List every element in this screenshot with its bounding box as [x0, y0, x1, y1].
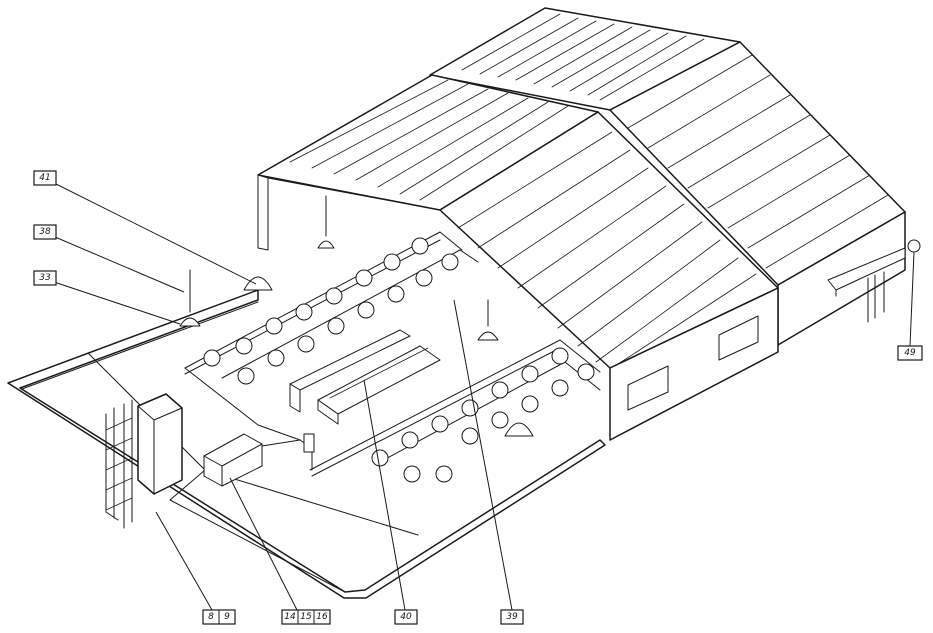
feed-bin: [203, 433, 315, 487]
callout-41: 41: [33, 170, 57, 186]
svg-text:39: 39: [506, 612, 518, 622]
svg-text:38: 38: [39, 227, 51, 237]
svg-text:49: 49: [904, 348, 916, 358]
svg-text:9: 9: [224, 612, 230, 622]
front-building: [257, 74, 779, 441]
svg-text:33: 33: [39, 273, 51, 283]
central-hoppers: [289, 329, 441, 425]
svg-text:15: 15: [300, 612, 312, 622]
callout-33: 33: [33, 270, 57, 286]
callout-39: 39: [500, 609, 524, 625]
callout-49: 49: [897, 345, 923, 361]
svg-text:40: 40: [400, 612, 412, 622]
leader-lines: [47, 179, 915, 611]
callout-40: 40: [394, 609, 418, 625]
svg-text:14: 14: [284, 612, 296, 622]
svg-text:16: 16: [316, 612, 328, 622]
svg-text:8: 8: [208, 612, 214, 622]
callout-38: 38: [33, 224, 57, 240]
svg-text:41: 41: [39, 173, 50, 183]
feed-silo: [105, 393, 183, 529]
interior-feeders: [179, 195, 601, 483]
callout-8-9: 8 9: [202, 609, 236, 625]
callout-14-15-16: 14 15 16: [281, 609, 331, 625]
